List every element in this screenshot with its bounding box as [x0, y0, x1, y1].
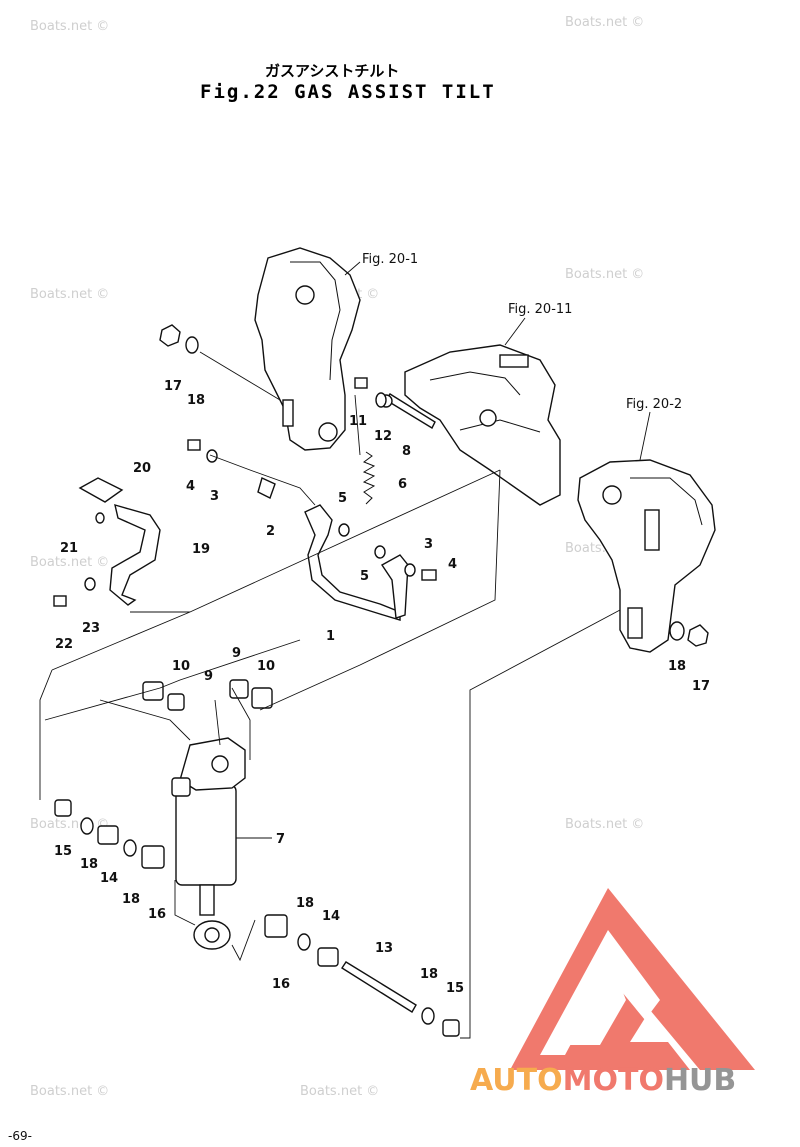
label-3: 3 — [424, 537, 433, 552]
watermark: Boats.net © — [30, 1084, 109, 1099]
fig-ref-20-11: Fig. 20-11 — [508, 302, 572, 317]
spring-6 — [362, 451, 376, 505]
label-21: 21 — [60, 541, 78, 556]
label-18: 18 — [80, 857, 98, 872]
label-18: 18 — [296, 896, 314, 911]
hardware — [53, 324, 709, 1037]
label-19: 19 — [192, 542, 210, 557]
watermark: Boats.net © — [565, 15, 644, 30]
label-15: 15 — [54, 844, 72, 859]
label-4: 4 — [186, 479, 195, 494]
label-5: 5 — [338, 491, 347, 506]
watermark: Boats.net © — [300, 1084, 379, 1099]
label-18: 18 — [668, 659, 686, 674]
label-8: 8 — [402, 444, 411, 459]
automotohub-logo: AUTOMOTOHUB — [470, 888, 755, 1098]
title-japanese: ガスアシストチルト — [265, 62, 399, 80]
label-11: 11 — [349, 414, 367, 429]
watermark: Boats.net © — [30, 287, 109, 302]
logo-moto: MOTO — [563, 1063, 664, 1098]
gas-cylinder — [171, 737, 272, 950]
label-15: 15 — [446, 981, 464, 996]
leader-lines — [39, 351, 621, 1039]
bracket-19 — [109, 504, 161, 606]
label-23: 23 — [82, 621, 100, 636]
label-9: 9 — [232, 646, 241, 661]
label-16: 16 — [148, 907, 166, 922]
svg-text:AUTOMOTOHUB: AUTOMOTOHUB — [470, 1063, 736, 1098]
clamp-bracket-right — [577, 411, 716, 653]
label-22: 22 — [55, 637, 73, 652]
tilt-lever — [304, 504, 409, 621]
label-6: 6 — [398, 477, 407, 492]
page-number: -69- — [8, 1129, 32, 1143]
label-4: 4 — [448, 557, 457, 572]
label-3: 3 — [210, 489, 219, 504]
label-12: 12 — [374, 429, 392, 444]
label-9: 9 — [204, 669, 213, 684]
label-10: 10 — [172, 659, 190, 674]
label-10: 10 — [257, 659, 275, 674]
label-2: 2 — [266, 524, 275, 539]
title-english: Fig.22 GAS ASSIST TILT — [200, 81, 496, 103]
label-7: 7 — [276, 832, 285, 847]
label-18: 18 — [187, 393, 205, 408]
plate-20 — [78, 477, 124, 503]
fig-ref-20-1: Fig. 20-1 — [362, 252, 418, 267]
label-17: 17 — [692, 679, 710, 694]
fig-ref-20-2: Fig. 20-2 — [626, 397, 682, 412]
label-1: 1 — [326, 629, 335, 644]
label-13: 13 — [375, 941, 393, 956]
label-14: 14 — [322, 909, 340, 924]
label-17: 17 — [164, 379, 182, 394]
swivel-bracket — [404, 317, 561, 506]
watermark: Boats.net © — [30, 555, 109, 570]
logo-auto: AUTO — [470, 1063, 563, 1098]
label-18: 18 — [420, 967, 438, 982]
label-18: 18 — [122, 892, 140, 907]
label-14: 14 — [100, 871, 118, 886]
part-labels: 17 18 11 12 8 20 4 3 2 5 6 21 19 3 4 5 2… — [54, 379, 710, 996]
watermark: Boats.net © — [565, 817, 644, 832]
label-16: 16 — [272, 977, 290, 992]
label-5: 5 — [360, 569, 369, 584]
watermark: Boats.net © — [30, 19, 109, 34]
logo-hub: HUB — [664, 1063, 736, 1098]
watermark: Boats.net © — [565, 267, 644, 282]
clamp-bracket-left — [254, 247, 361, 451]
tilt-rod — [341, 961, 417, 1013]
label-20: 20 — [133, 461, 151, 476]
watermark-layer: Boats.net © Boats.net © Boats.net © Boat… — [30, 15, 644, 1099]
